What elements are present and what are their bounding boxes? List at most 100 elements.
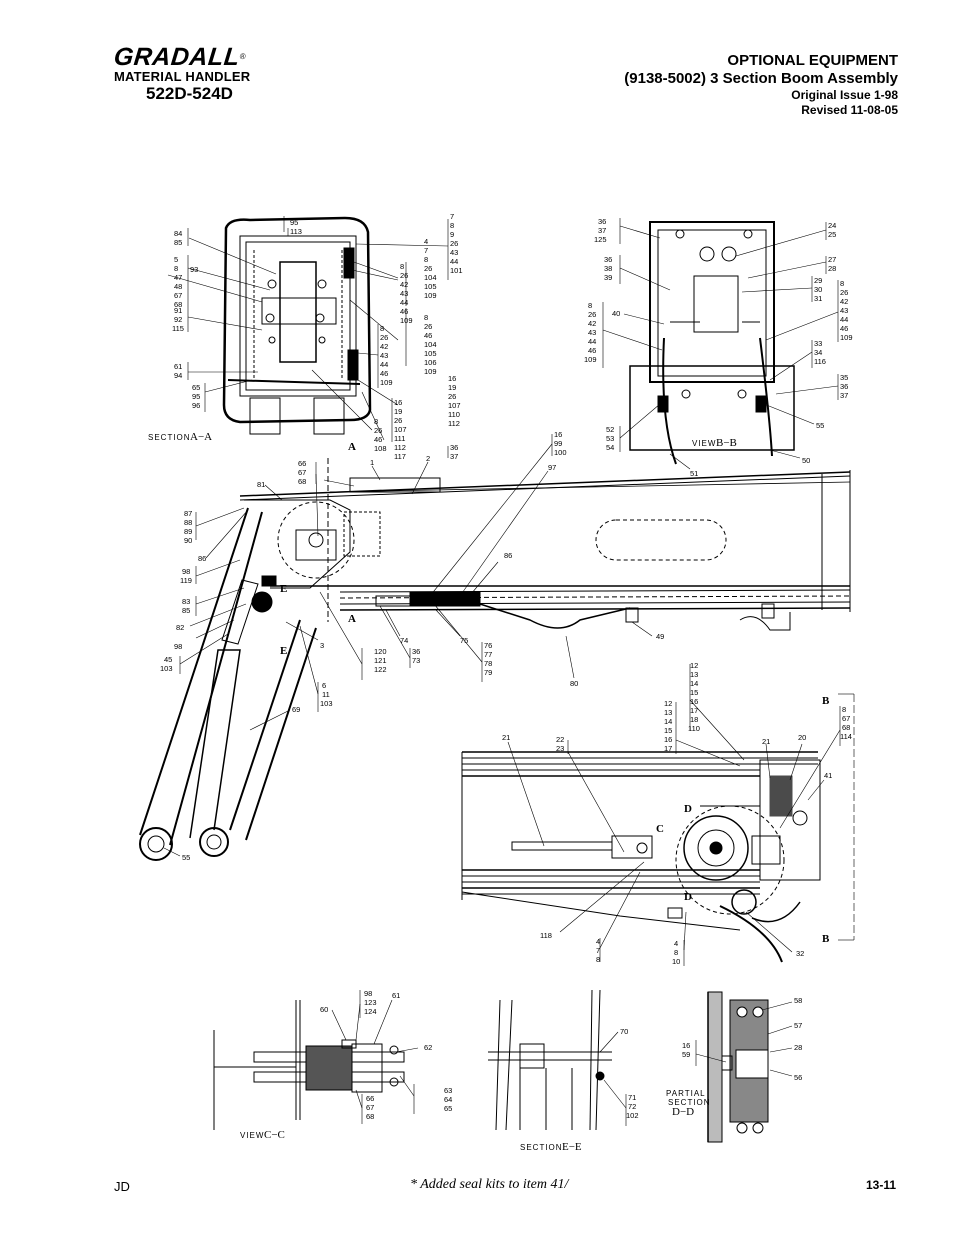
callout: 4 bbox=[674, 939, 678, 948]
callout: 117 bbox=[394, 452, 406, 461]
callout: 43 bbox=[380, 351, 388, 360]
callout: 75 bbox=[460, 636, 468, 645]
callout: 109 bbox=[400, 316, 413, 325]
callout: 114 bbox=[840, 732, 852, 741]
main-boom-drawing bbox=[139, 458, 851, 861]
callout: 124 bbox=[364, 1007, 377, 1016]
callout: 58 bbox=[794, 996, 802, 1005]
callout: 103 bbox=[160, 664, 173, 673]
callout: 110 bbox=[448, 410, 460, 419]
callout: 43 bbox=[450, 248, 458, 257]
callout: 91 bbox=[174, 306, 182, 315]
view-cc-leaders bbox=[331, 990, 419, 1124]
callout: 33 bbox=[814, 339, 822, 348]
callout: 66 bbox=[366, 1094, 374, 1103]
callout: 68 bbox=[842, 723, 850, 732]
callout: 42 bbox=[588, 319, 596, 328]
callout: 98 bbox=[364, 989, 372, 998]
callout-stack-aa-r2: 4 7 8 26 104 105 109 bbox=[424, 237, 437, 300]
callout: 123 bbox=[364, 998, 377, 1007]
section-dd-prefix: SECTION bbox=[668, 1098, 711, 1107]
callout: 68 bbox=[298, 477, 306, 486]
callout: 79 bbox=[484, 668, 492, 677]
callout: 63 bbox=[444, 1086, 452, 1095]
callout: 16 bbox=[690, 697, 698, 706]
section-aa-prefix: SECTION bbox=[148, 433, 191, 442]
callout: 12 bbox=[664, 699, 672, 708]
marker-e-bottom: E bbox=[280, 645, 287, 657]
callout: 59 bbox=[682, 1050, 690, 1059]
callout: 37 bbox=[598, 226, 606, 235]
callout-stack-bb-r3: 29 30 31 bbox=[814, 276, 822, 303]
callout: 8 bbox=[840, 279, 844, 288]
section-ee-leaders bbox=[599, 1031, 627, 1126]
callout: 99 bbox=[554, 439, 562, 448]
callout: 37 bbox=[840, 391, 848, 400]
section-aa-drawing bbox=[222, 216, 372, 435]
callout: 105 bbox=[424, 282, 437, 291]
callout: 108 bbox=[374, 444, 387, 453]
callout: 26 bbox=[380, 333, 388, 342]
callout: 107 bbox=[448, 401, 461, 410]
callout: 23 bbox=[556, 744, 564, 753]
callout: 111 bbox=[394, 434, 405, 443]
callout: 56 bbox=[794, 1073, 802, 1082]
callout: 26 bbox=[448, 392, 456, 401]
callout: 14 bbox=[690, 679, 698, 688]
callout: 36 bbox=[604, 255, 612, 264]
callout: 7 bbox=[596, 946, 600, 955]
callout: 118 bbox=[540, 931, 552, 940]
marker-b-bottom: B bbox=[822, 933, 830, 945]
callout: 82 bbox=[176, 623, 184, 632]
callout: 8 bbox=[374, 417, 378, 426]
callout: 19 bbox=[394, 407, 402, 416]
callout: 102 bbox=[626, 1111, 639, 1120]
footer-code: JD bbox=[114, 1179, 130, 1194]
callout: 39 bbox=[604, 273, 612, 282]
callout-stack-aa-r4: 8 26 46 104 105 106 109 bbox=[424, 313, 437, 376]
callout: 26 bbox=[840, 288, 848, 297]
callout: 67 bbox=[174, 291, 182, 300]
view-titles: SECTION A−A VIEW B−B VIEW C−C SECTION E−… bbox=[148, 431, 830, 1153]
callout: 36 bbox=[598, 217, 606, 226]
callout: 21 bbox=[502, 733, 510, 742]
callout: 100 bbox=[554, 448, 567, 457]
callout: 37 bbox=[450, 452, 458, 461]
callout: 36 bbox=[840, 382, 848, 391]
callout: 101 bbox=[450, 266, 463, 275]
callout: 67 bbox=[366, 1103, 374, 1112]
callout: 20 bbox=[798, 733, 806, 742]
callout: 61 bbox=[174, 362, 182, 371]
callout: 19 bbox=[448, 383, 456, 392]
header-line1: OPTIONAL EQUIPMENT bbox=[727, 52, 898, 69]
callout: 109 bbox=[584, 355, 597, 364]
callout: 83 bbox=[182, 597, 190, 606]
callout: 4 bbox=[424, 237, 428, 246]
callout: 119 bbox=[180, 576, 192, 585]
callout: 12 bbox=[690, 661, 698, 670]
callout: 44 bbox=[380, 360, 388, 369]
callout: 42 bbox=[380, 342, 388, 351]
marker-d-top: D bbox=[684, 803, 692, 815]
callout: 43 bbox=[400, 289, 408, 298]
callout: 85 bbox=[182, 606, 190, 615]
callout: 9 bbox=[450, 230, 454, 239]
callout: 45 bbox=[164, 655, 172, 664]
callout: 112 bbox=[448, 419, 460, 428]
callout: 31 bbox=[814, 294, 822, 303]
callout: 42 bbox=[400, 280, 408, 289]
callout: 86 bbox=[198, 554, 206, 563]
callout-stack-bb-l5: 52 53 54 bbox=[606, 425, 614, 452]
callout: 40 bbox=[612, 309, 620, 318]
callout: 1 bbox=[370, 458, 374, 467]
main-boom-leaders bbox=[163, 434, 653, 857]
callout: 17 bbox=[664, 744, 672, 753]
callout: 109 bbox=[424, 291, 437, 300]
callout: 13 bbox=[690, 670, 698, 679]
view-cc-drawing bbox=[213, 1000, 405, 1130]
section-ee-drawing bbox=[488, 989, 612, 1131]
callout: 67 bbox=[842, 714, 850, 723]
callout: 44 bbox=[840, 315, 848, 324]
callout: 94 bbox=[174, 371, 182, 380]
